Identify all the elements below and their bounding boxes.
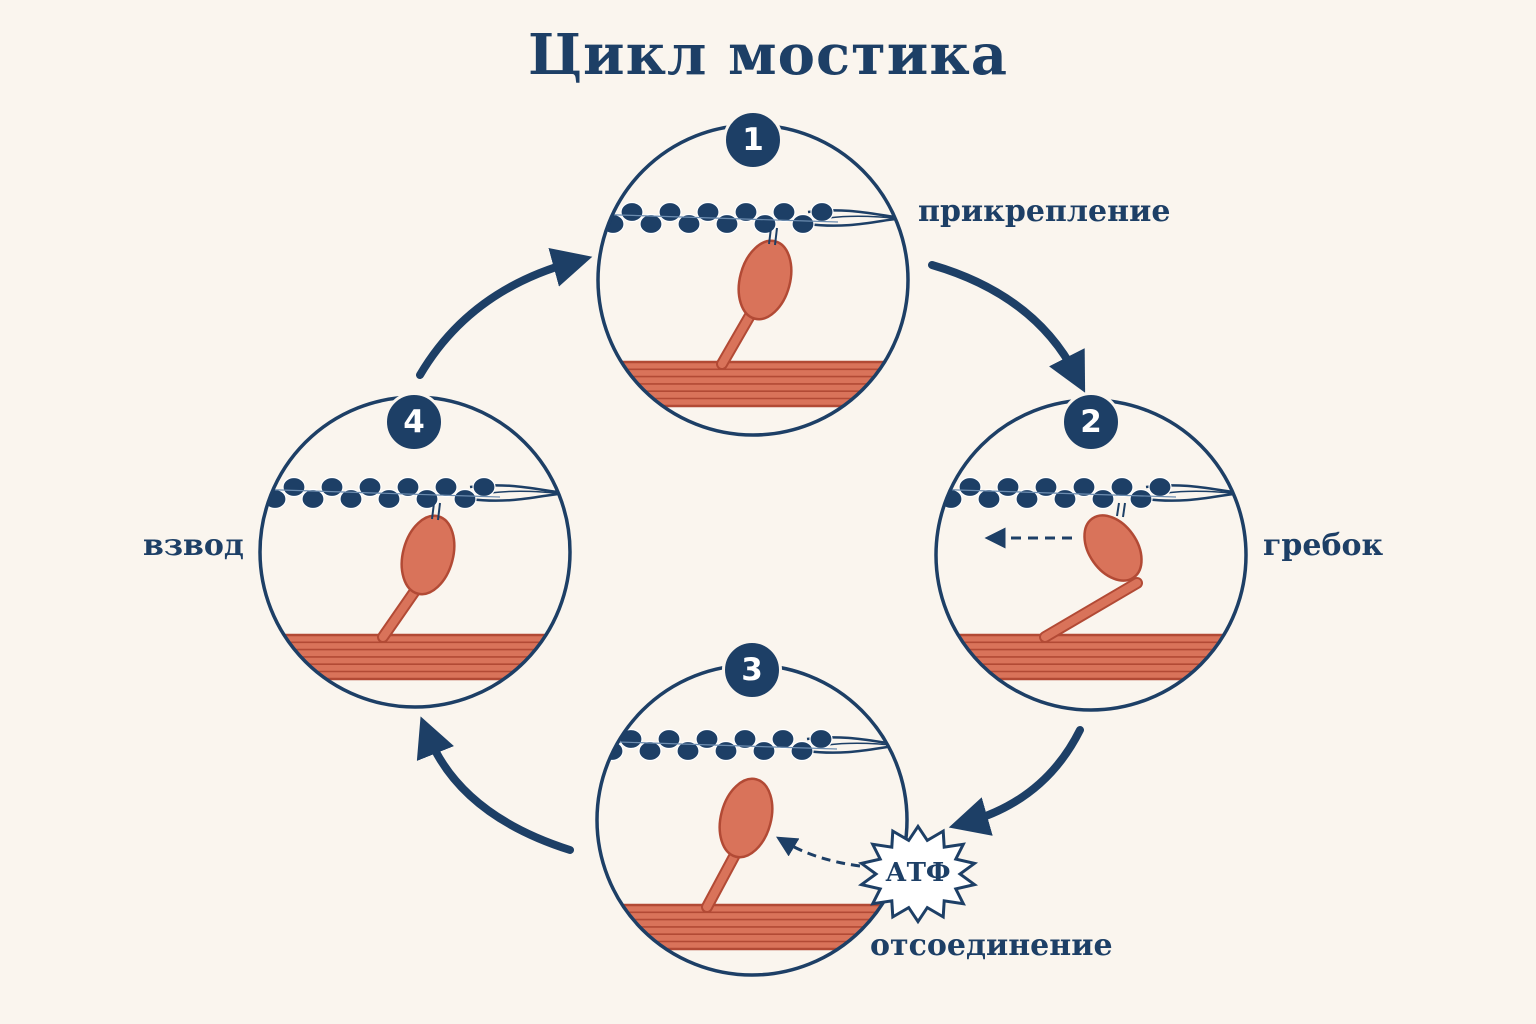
stage-1-panel — [596, 123, 910, 437]
stage-4-label: взвод — [143, 528, 244, 563]
page-title: Цикл мостика — [527, 22, 1009, 88]
stage-3-label: отсоединение — [870, 928, 1113, 963]
myosin-filament — [260, 633, 570, 681]
myosin-head — [1039, 502, 1143, 643]
stage-3-badge: 3 — [722, 640, 782, 700]
arrow-2-to-3 — [948, 726, 1084, 836]
arrow-1-to-2 — [928, 261, 1086, 393]
arrow-4-to-1 — [416, 247, 593, 379]
atp-starburst — [857, 823, 979, 925]
stage-1-label: прикрепление — [918, 194, 1171, 229]
myosin-filament — [936, 633, 1246, 681]
myosin-head — [701, 777, 774, 913]
stage-3-panel — [595, 663, 909, 977]
stage-2-label: гребок — [1263, 528, 1384, 563]
myosin-filament — [597, 903, 907, 951]
myosin-filament — [598, 360, 908, 408]
myosin-head — [716, 227, 793, 370]
cycle-arrows — [416, 247, 1086, 854]
arrow-3-to-4 — [416, 716, 574, 854]
atp-dashed-arrow — [775, 836, 861, 868]
myosin-head — [377, 502, 456, 643]
stage-2-badge: 2 — [1061, 392, 1121, 452]
stage-1-badge: 1 — [723, 110, 783, 170]
stage-2-panel — [934, 398, 1248, 712]
atp-label: АТФ — [885, 858, 951, 888]
stage-4-badge: 4 — [384, 392, 444, 452]
